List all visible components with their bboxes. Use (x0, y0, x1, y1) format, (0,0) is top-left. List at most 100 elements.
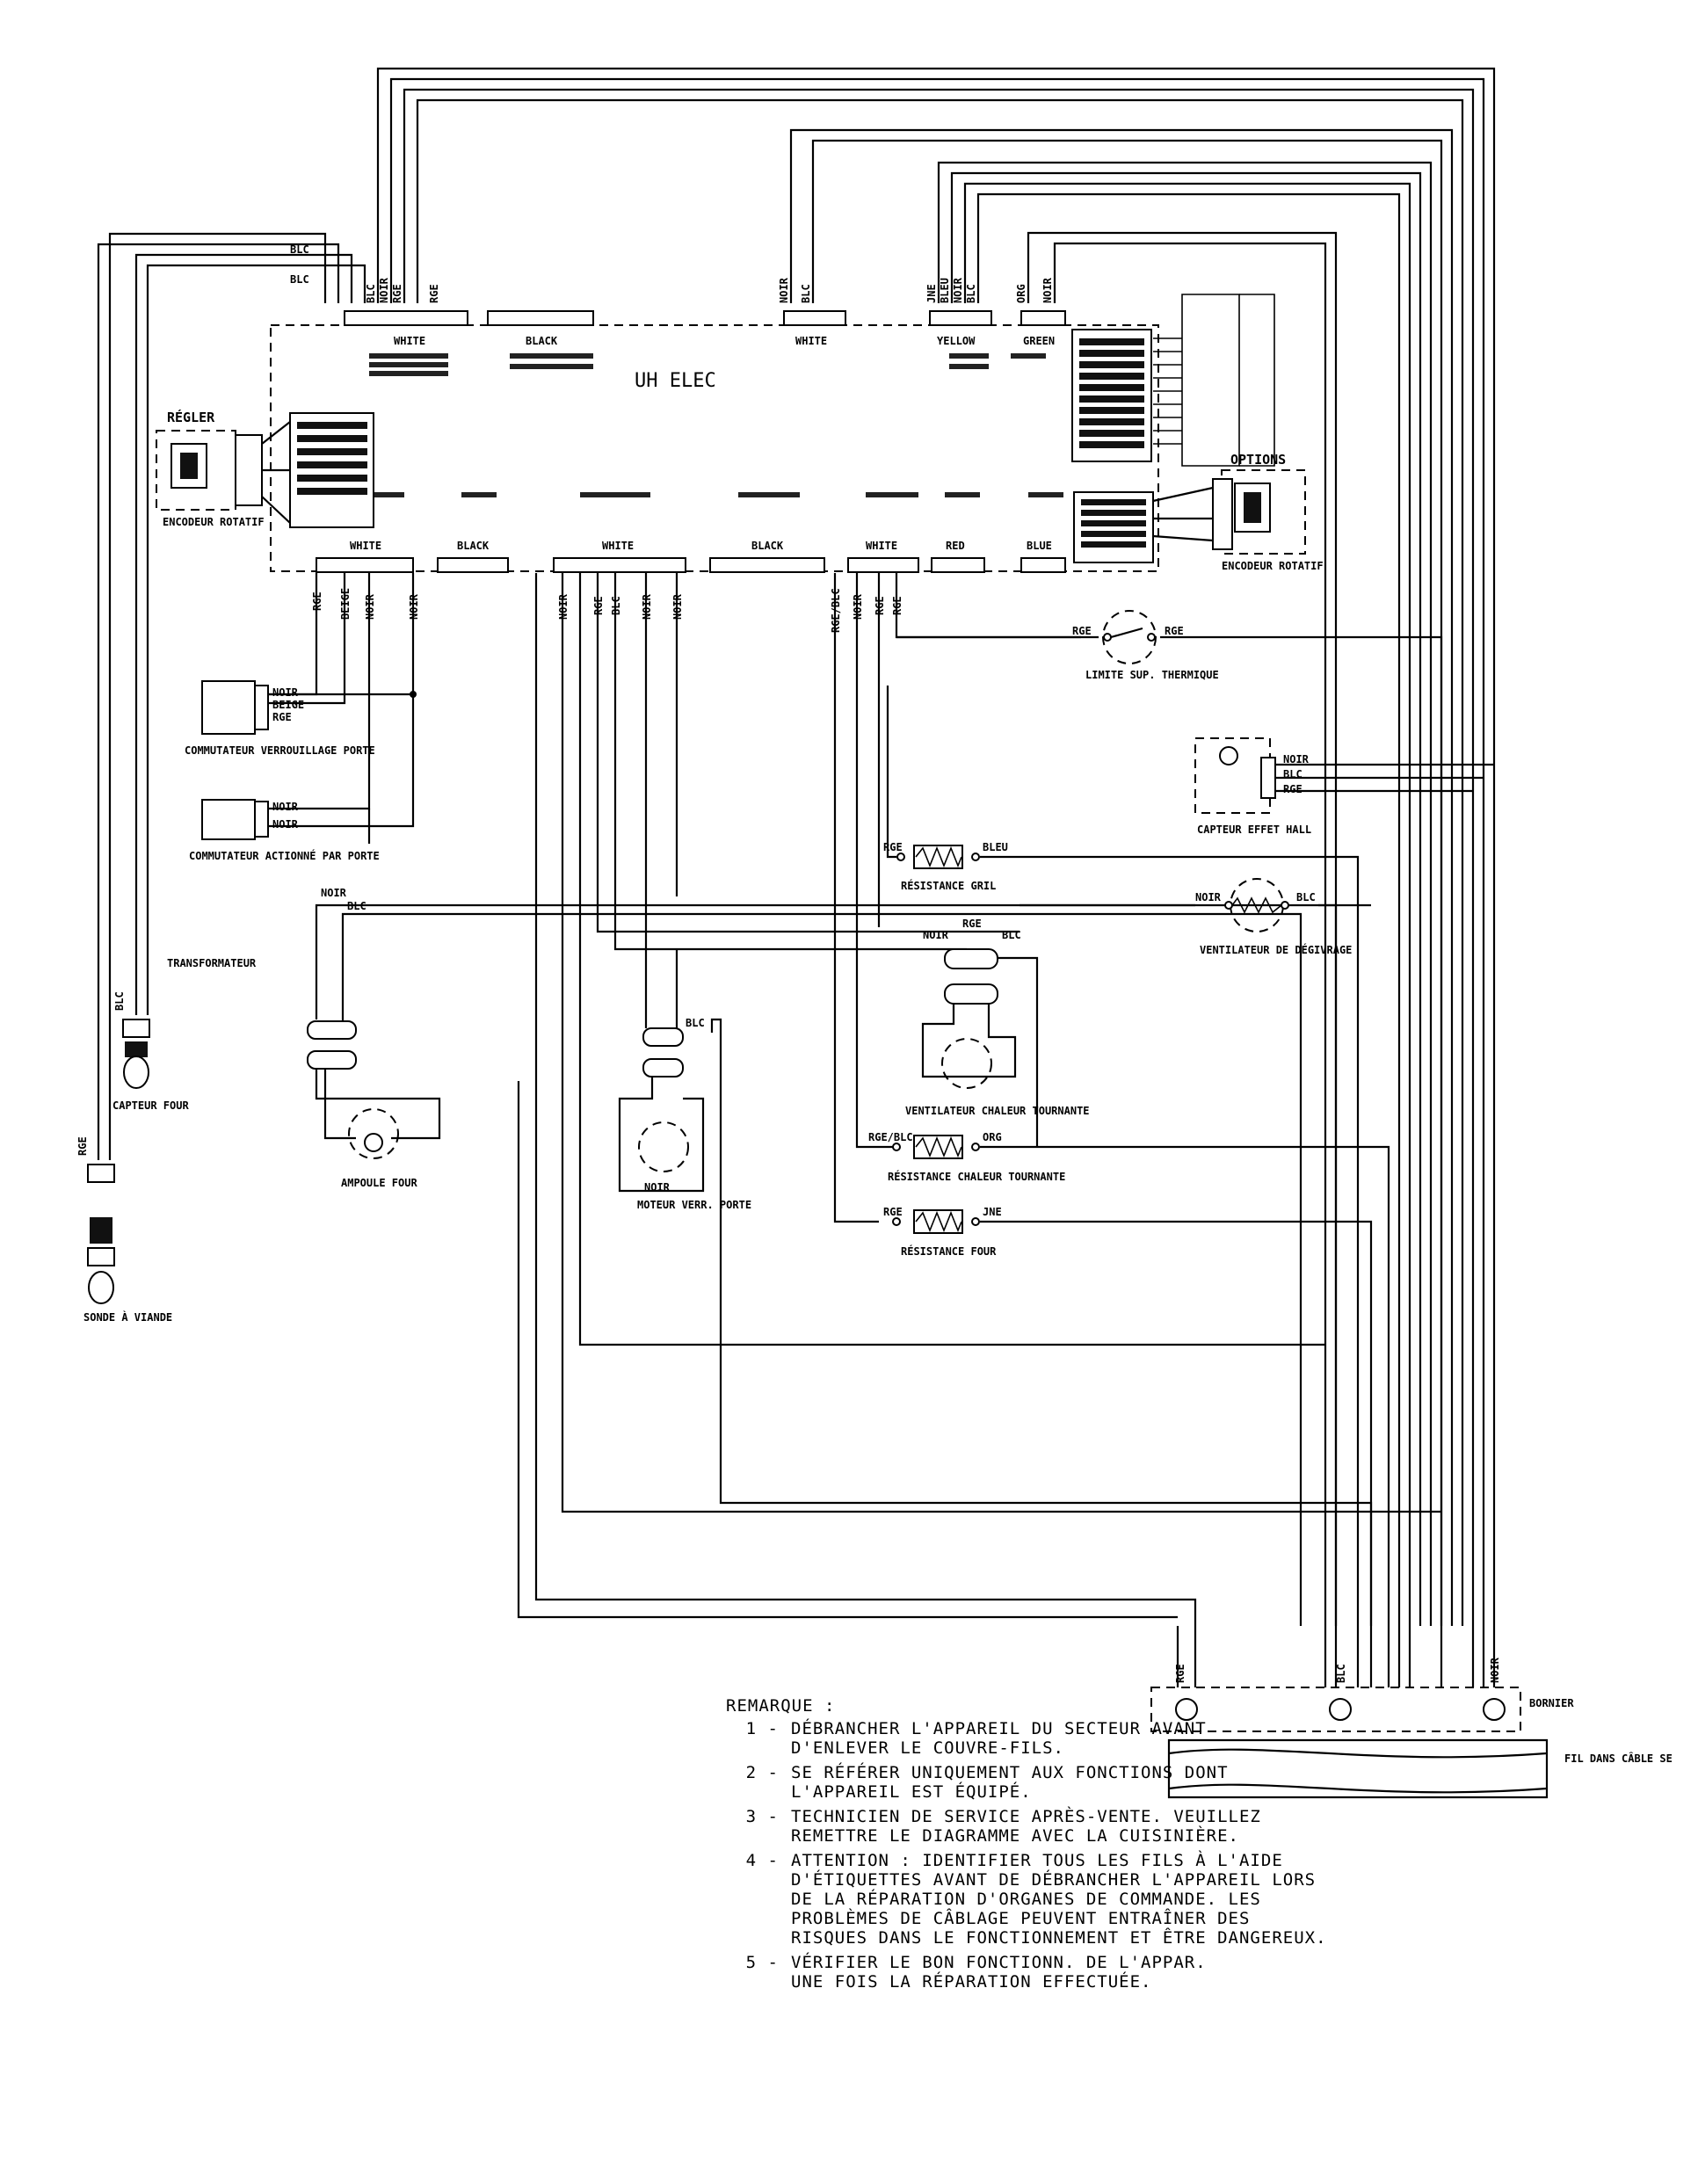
p14-label-beige: BEIGE (339, 588, 352, 620)
connector-p16 (1020, 557, 1066, 573)
p11-label-rgeblc: RGE/BLC (830, 588, 842, 633)
note-number: 5 - (745, 1953, 779, 1972)
note-item: 1 - DÉBRANCHER L'APPAREIL DU SECTEUR AVA… (726, 1719, 1605, 1758)
p18-label-noir: NOIR (1041, 277, 1054, 303)
p5-label-noir: NOIR (378, 277, 390, 303)
note-number: 1 - (745, 1719, 779, 1738)
note-item: 5 - VÉRIFIER LE BON FONCTIONN. DE L'APPA… (726, 1953, 1605, 1992)
oven-sensor-blc: BLC (113, 991, 126, 1011)
note-text: SE RÉFÉRER UNIQUEMENT AUX FONCTIONS DONT… (791, 1763, 1229, 1802)
p3-label-noir3: NOIR (671, 593, 684, 620)
top-harness (376, 67, 1496, 1626)
connector-p18 (1020, 310, 1066, 326)
p5-label-rge: RGE (391, 284, 403, 303)
conv-el-org: ORG (983, 1131, 1002, 1143)
left-encoder-board (289, 412, 374, 528)
left-sensor-wires: BLC BLC (97, 232, 366, 1160)
p18-label-org: ORG (1015, 284, 1027, 303)
note-number: 4 - (745, 1851, 779, 1870)
bornier-noir: NOIR (1489, 1657, 1501, 1683)
notes-header: REMARQUE : (726, 1696, 836, 1716)
broil-element: RGE BLEU RÉSISTANCE GRIL (883, 841, 1008, 892)
p3-label-blc: BLC (610, 596, 622, 615)
limit-rge-right: RGE (1165, 625, 1184, 637)
conv-rge: RGE (962, 918, 982, 930)
bornier-blc: BLC (1335, 1664, 1347, 1683)
conv-noir: NOIR (923, 929, 949, 941)
door-lock-switch-body (201, 680, 256, 735)
p1-label-blc: BLC (800, 284, 812, 303)
bake-rge: RGE (883, 1206, 903, 1218)
connector-p13 (931, 557, 985, 573)
gril-rge: RGE (883, 841, 903, 853)
bornier-label: BORNIER (1529, 1697, 1574, 1709)
bottom-connectors: WHITE BLACK WHITE BLACK WHITE RED BLUE (316, 540, 1066, 573)
meat-probe-label: SONDE À VIANDE (83, 1310, 172, 1324)
conv-blc: BLC (1002, 929, 1021, 941)
transformateur-label: TRANSFORMATEUR (167, 957, 257, 969)
defrost-fan: NOIR BLC VENTILATEUR DE DÉGIVRAGE (1195, 878, 1352, 956)
broil-element-label: RÉSISTANCE GRIL (901, 879, 996, 892)
p10-label-jne: JNE (925, 284, 938, 303)
door-switch-body (201, 799, 256, 840)
ds-noir: NOIR (272, 801, 299, 813)
oven-lamp: AMPOULE FOUR (307, 1020, 441, 1189)
door-motor-noir: NOIR (644, 1181, 671, 1194)
connector-p4-label: BLACK (751, 540, 784, 552)
dls-noir: NOIR (272, 686, 299, 699)
bake-element-label: RÉSISTANCE FOUR (901, 1244, 997, 1258)
connector-p13-label: RED (946, 540, 965, 552)
encodeur-left-label: ENCODEUR ROTATIF (163, 516, 265, 528)
lower-wiring (255, 573, 1494, 1626)
dls-beige: BEIGE (272, 699, 304, 711)
terminal-block-outline (1150, 1687, 1521, 1732)
convection-element-label: RÉSISTANCE CHALEUR TOURNANTE (888, 1170, 1065, 1183)
ds-noir2: NOIR (272, 818, 299, 831)
defrost-blc: BLC (1296, 891, 1316, 903)
connector-p1-label: WHITE (795, 335, 827, 347)
note-number: 2 - (745, 1763, 779, 1782)
oven-lamp-label: AMPOULE FOUR (341, 1177, 417, 1189)
door-motor-label: MOTEUR VERR. PORTE (637, 1199, 751, 1211)
note-item: 4 - ATTENTION : IDENTIFIER TOUS LES FILS… (726, 1851, 1605, 1948)
note-item: 3 - TECHNICIEN DE SERVICE APRÈS-VENTE. V… (726, 1807, 1605, 1846)
hall-noir: NOIR (1283, 753, 1310, 765)
bake-element: RGE JNE RÉSISTANCE FOUR (883, 1206, 1002, 1258)
defrost-fan-label: VENTILATEUR DE DÉGIVRAGE (1200, 943, 1352, 956)
left-encoder-plug (235, 434, 263, 506)
gril-bleu: BLEU (983, 841, 1008, 853)
p1-label-noir: NOIR (778, 277, 790, 303)
dls-rge: RGE (272, 711, 292, 723)
connector-p11 (847, 557, 919, 573)
connector-p7-label: BLACK (526, 335, 558, 347)
p3-label-noir2: NOIR (641, 593, 653, 620)
regler-label: RÉGLER (167, 409, 215, 425)
convection-fan: NOIR RGE BLC VENTILATEUR CHALEUR TOURNAN… (905, 918, 1090, 1147)
connector-p1 (783, 310, 846, 326)
note-text: VÉRIFIER LE BON FONCTIONN. DE L'APPAR. U… (791, 1953, 1207, 1992)
p11-label-rge: RGE (874, 596, 886, 615)
connector-p11-label: WHITE (866, 540, 897, 552)
p11-label-noir: NOIR (852, 593, 864, 620)
note-text: TECHNICIEN DE SERVICE APRÈS-VENTE. VEUIL… (791, 1807, 1261, 1846)
meat-probe-rge: RGE (76, 1136, 89, 1156)
door-motor-blc: BLC (686, 1017, 705, 1029)
connector-p5 (344, 310, 468, 326)
hall-sensor: NOIR BLC RGE CAPTEUR EFFET HALL (1194, 737, 1311, 836)
note-text: ATTENTION : IDENTIFIER TOUS LES FILS À L… (791, 1851, 1327, 1948)
convection-fan-label: VENTILATEUR CHALEUR TOURNANTE (905, 1105, 1090, 1117)
p14-label-rge: RGE (311, 591, 323, 611)
door-lock-switch: NOIR BEIGE RGE COMMUTATEUR VERROUILLAGE … (185, 680, 375, 757)
oven-sensor: BLC CAPTEUR FOUR (112, 991, 189, 1112)
p10-label-bleu: BLEU (939, 278, 951, 303)
p5-label-blc: BLC (365, 284, 377, 303)
connector-p5-label: WHITE (394, 335, 425, 347)
board-print (369, 353, 1063, 497)
top-wire-labels: BLC NOIR RGE RGE NOIR BLC JNE BLEU NOIR … (365, 277, 1054, 303)
connector-p3-label: WHITE (602, 540, 634, 552)
hall-blc: BLC (1283, 768, 1303, 780)
label-blc-1: BLC (290, 243, 309, 256)
note-number: 3 - (745, 1807, 779, 1826)
door-switch-label: COMMUTATEUR ACTIONNÉ PAR PORTE (189, 849, 380, 862)
